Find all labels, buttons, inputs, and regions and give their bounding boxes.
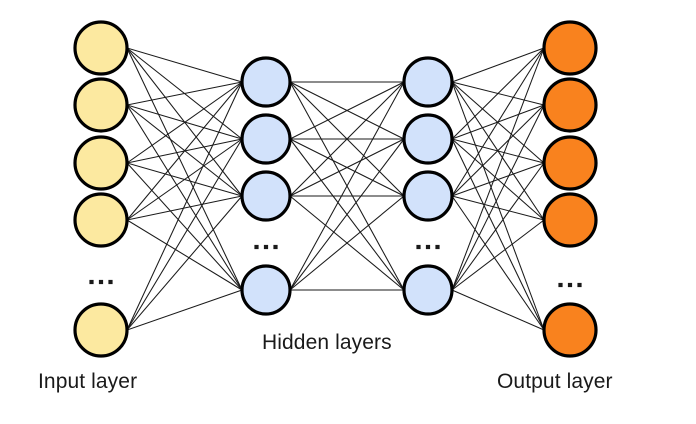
ellipsis-dot <box>558 282 563 288</box>
edge-input-4-to-hidden-1-2 <box>126 195 243 331</box>
edge-hidden-2-3-to-output-4 <box>451 289 545 331</box>
ellipsis-dot <box>435 244 440 250</box>
edge-hidden-2-2-to-output-2 <box>451 162 545 197</box>
nodes-group <box>73 20 598 358</box>
node-input-1 <box>73 20 129 76</box>
ellipsis-input <box>89 279 113 285</box>
input-layer-label: Input layer <box>38 370 138 393</box>
edge-hidden-2-2-to-output-4 <box>451 195 545 331</box>
node-hidden-2-1 <box>402 56 454 108</box>
edge-hidden-1-2-to-hidden-2-1 <box>289 138 405 197</box>
ellipsis-dot <box>577 282 582 288</box>
node-output-2 <box>542 77 598 133</box>
output-layer-label: Output layer <box>497 370 613 393</box>
edge-hidden-2-3-to-output-3 <box>451 219 545 291</box>
edge-hidden-1-2-to-hidden-2-0 <box>289 81 405 197</box>
ellipsis-dot <box>273 244 278 250</box>
ellipsis-dot <box>416 244 421 250</box>
node-hidden-2-4 <box>402 264 454 316</box>
edge-hidden-2-3-to-output-0 <box>451 47 545 291</box>
edge-hidden-2-3-to-output-1 <box>451 104 545 291</box>
edge-input-0-to-hidden-1-3 <box>126 47 243 291</box>
node-hidden-1-3 <box>240 170 292 222</box>
ellipsis-hidden-2 <box>416 244 440 250</box>
node-input-3 <box>73 135 129 191</box>
node-output-5 <box>542 302 598 358</box>
edges-group <box>126 47 545 331</box>
ellipsis-dot <box>254 244 259 250</box>
ellipsis-output <box>558 282 582 288</box>
ellipsis-hidden-1 <box>254 244 278 250</box>
node-hidden-2-2 <box>402 113 454 165</box>
ellipsis-dot <box>263 244 269 250</box>
node-hidden-1-2 <box>240 113 292 165</box>
node-input-5 <box>73 302 129 358</box>
edge-hidden-1-3-to-hidden-2-1 <box>289 138 405 291</box>
ellipsis-dot <box>89 279 94 285</box>
edge-hidden-2-0-to-output-0 <box>451 47 545 83</box>
edge-hidden-1-3-to-hidden-2-0 <box>289 81 405 291</box>
edge-input-1-to-hidden-1-0 <box>126 81 243 106</box>
ellipsis-dot <box>108 279 113 285</box>
edge-input-4-to-hidden-1-0 <box>126 81 243 331</box>
edge-hidden-1-1-to-hidden-2-0 <box>289 81 405 140</box>
node-output-3 <box>542 135 598 191</box>
edge-input-3-to-hidden-1-1 <box>126 138 243 221</box>
node-input-4 <box>73 192 129 248</box>
node-hidden-1-4 <box>240 264 292 316</box>
edge-input-2-to-hidden-1-3 <box>126 162 243 291</box>
edge-hidden-2-3-to-output-2 <box>451 162 545 291</box>
node-output-1 <box>542 20 598 76</box>
edge-input-0-to-hidden-1-0 <box>126 47 243 83</box>
edge-hidden-2-2-to-output-3 <box>451 195 545 221</box>
node-hidden-1-1 <box>240 56 292 108</box>
node-output-4 <box>542 192 598 248</box>
edge-input-4-to-hidden-1-1 <box>126 138 243 331</box>
edge-input-2-to-hidden-1-0 <box>126 81 243 164</box>
edge-hidden-2-2-to-output-0 <box>451 47 545 197</box>
edge-input-4-to-hidden-1-3 <box>126 289 243 331</box>
edge-input-3-to-hidden-1-2 <box>126 195 243 221</box>
ellipsis-dot <box>567 282 573 288</box>
edge-hidden-1-3-to-hidden-2-2 <box>289 195 405 291</box>
edge-input-1-to-hidden-1-3 <box>126 104 243 291</box>
ellipsis-dot <box>98 279 104 285</box>
edge-input-3-to-hidden-1-3 <box>126 219 243 291</box>
node-input-2 <box>73 77 129 133</box>
node-hidden-2-3 <box>402 170 454 222</box>
hidden-layers-label: Hidden layers <box>262 331 392 354</box>
edge-hidden-2-1-to-output-0 <box>451 47 545 140</box>
ellipsis-dot <box>425 244 431 250</box>
ellipsis-group <box>89 244 582 288</box>
edge-input-3-to-hidden-1-0 <box>126 81 243 221</box>
edge-hidden-2-2-to-output-1 <box>451 104 545 197</box>
